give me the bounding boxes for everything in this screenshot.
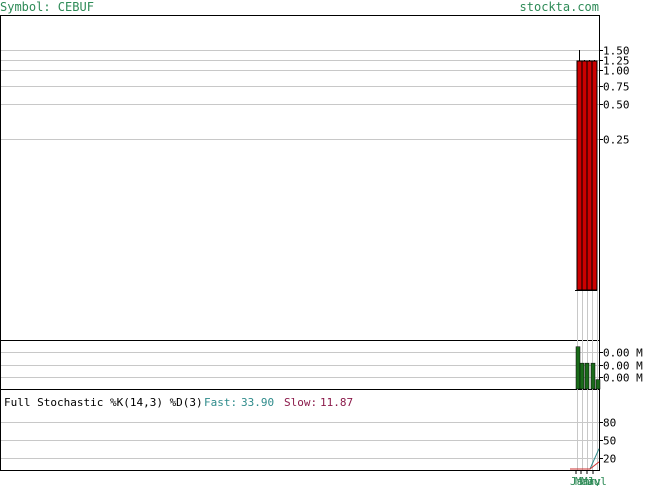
stochastic-tick-label: 50 <box>603 435 616 448</box>
price-bar <box>586 60 593 291</box>
volume-bar <box>595 379 601 390</box>
price-tick-label: 0.25 <box>603 134 630 147</box>
volume-tick-label: 0.00 M <box>603 372 643 385</box>
stochastic-grid <box>1 422 599 459</box>
stochastic-line <box>570 461 600 470</box>
price-tick-label: 0.75 <box>603 81 630 94</box>
fast-label: Fast: <box>204 396 237 409</box>
price-bar <box>581 60 588 291</box>
stochastic-axis: 80 50 20 <box>599 417 616 466</box>
fast-value: 33.90 <box>241 396 274 409</box>
x-tick-label: Jan <box>570 475 590 486</box>
volume-bar <box>584 362 590 390</box>
price-bar <box>591 60 598 291</box>
volume-tick-label: 0.00 M <box>603 360 643 373</box>
x-tick-label: Mar <box>575 475 595 486</box>
symbol-label: Symbol: CEBUF <box>0 0 94 14</box>
price-bar <box>576 60 583 291</box>
volume-axis: 0.00 M0.00 M0.00 M <box>599 347 643 385</box>
volume-bars <box>575 346 601 390</box>
volume-bar <box>590 362 596 390</box>
stochastic-tick-label: 20 <box>603 453 616 466</box>
price-tick-label: 1.50 <box>603 45 630 58</box>
price-axis: 1.501.251.00 0.75 0.50 0.25 <box>599 45 630 147</box>
x-tick-label: May <box>581 475 601 486</box>
price-panel-frame <box>0 15 600 341</box>
stochastic-tick-label: 80 <box>603 417 616 430</box>
volume-bar <box>579 362 585 390</box>
volume-tick-label: 0.00 M <box>603 347 643 360</box>
slow-value: 11.87 <box>320 396 353 409</box>
price-bars <box>575 50 598 291</box>
volume-bar <box>575 346 581 390</box>
stochastic-panel-frame <box>0 389 600 471</box>
stochastic-title: Full Stochastic %K(14,3) %D(3) <box>4 396 203 409</box>
price-tick-label: 1.25 <box>603 55 630 68</box>
volume-grid <box>1 352 599 378</box>
slow-label: Slow: <box>284 396 317 409</box>
site-label[interactable]: stockta.com <box>520 0 599 14</box>
stochastic-lines <box>570 448 600 470</box>
price-tick-label: 1.00 <box>603 65 630 78</box>
price-tick-label: 0.50 <box>603 99 630 112</box>
x-tick-label: Jul <box>587 475 607 486</box>
